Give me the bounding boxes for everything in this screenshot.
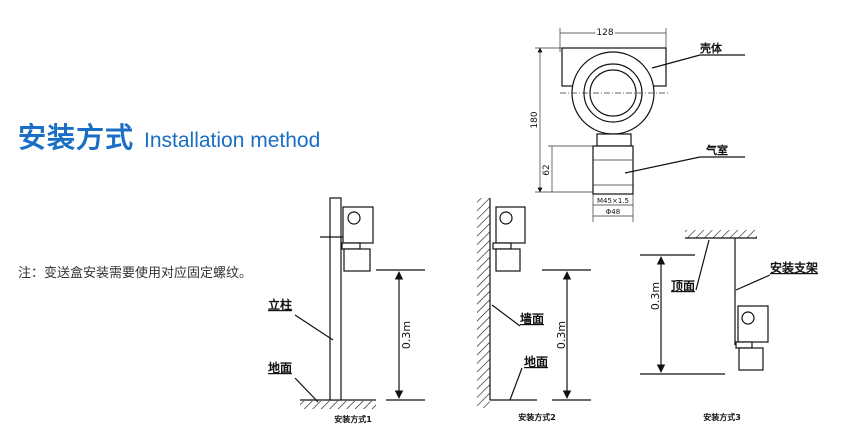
label-ceiling: 顶面 xyxy=(671,279,695,293)
install-method-3: 0.3m 顶面 安装支架 安装方式3 xyxy=(640,230,818,422)
label-housing: 壳体 xyxy=(699,41,723,55)
label-post: 立柱 xyxy=(268,297,292,312)
caption-method-1: 安装方式1 xyxy=(334,414,372,424)
install-method-1: 0.3m 立柱 地面 安装方式1 xyxy=(268,197,425,424)
height-dimension: 180 xyxy=(530,111,540,128)
install-method-2: 0.3m 墙面 地面 安装方式2 xyxy=(477,198,591,422)
width-dimension: 128 xyxy=(596,28,613,38)
installation-note: 注：变送盒安装需要使用对应固定螺纹。 xyxy=(18,266,253,281)
thread-spec: M45×1.5 xyxy=(597,197,629,205)
label-ground-2: 地面 xyxy=(524,354,548,369)
detector-dimension-drawing: 128 180 62 M45×1.5 Φ48 壳体 气室 xyxy=(530,26,745,222)
heading-zh: 安装方式 xyxy=(18,121,135,154)
section-heading: 安装方式 Installation method xyxy=(18,116,320,156)
label-chamber: 气室 xyxy=(705,143,728,157)
label-ground-1: 地面 xyxy=(268,360,292,375)
heading-en: Installation method xyxy=(144,129,321,152)
height-label-3: 0.3m xyxy=(649,282,662,310)
label-wall: 墙面 xyxy=(520,311,544,326)
height-label-2: 0.3m xyxy=(555,321,568,349)
caption-method-3: 安装方式3 xyxy=(703,412,741,422)
diameter-spec: Φ48 xyxy=(606,208,620,216)
height-label-1: 0.3m xyxy=(400,321,413,349)
chamber-dimension: 62 xyxy=(542,164,552,175)
caption-method-2: 安装方式2 xyxy=(518,412,556,422)
label-bracket: 安装支架 xyxy=(770,260,818,275)
